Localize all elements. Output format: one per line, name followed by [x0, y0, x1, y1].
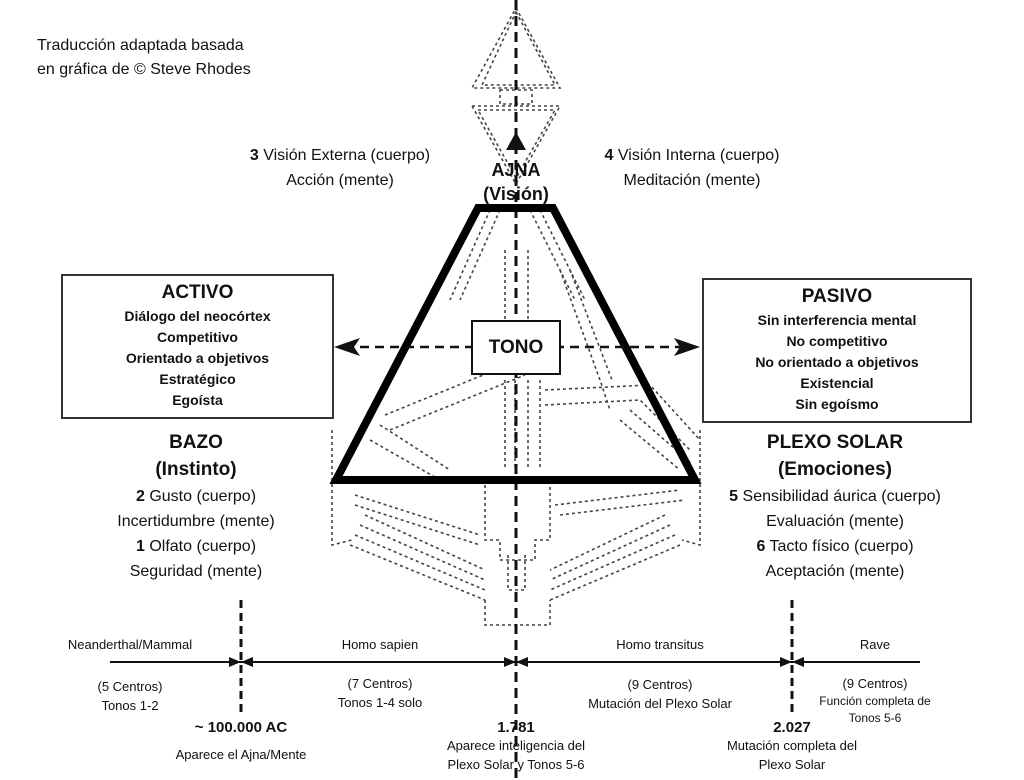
tono-box: TONO — [471, 320, 561, 375]
era-transitus-name: Homo transitus — [616, 637, 704, 652]
era-rave-detail: (9 Centros) Función completa de Tonos 5-… — [819, 676, 931, 725]
ajna-tone-3: 3 Visión Externa (cuerpo) Acción (mente) — [249, 147, 431, 189]
arrow-left-icon — [334, 338, 360, 356]
bazo-section: BAZO (Instinto) 2 Gusto (cuerpo) Incerti… — [117, 432, 275, 580]
era-sapien-name: Homo sapien — [341, 637, 419, 652]
marker-2027: 2.027 Mutación completa del Plexo Solar — [726, 719, 858, 772]
era-transitus-detail: (9 Centros) Mutación del Plexo Solar — [588, 677, 732, 711]
ajna-tone-4: 4 Visión Interna (cuerpo) Meditación (me… — [604, 147, 780, 189]
era-rave-name: Rave — [859, 637, 891, 652]
ajna-triangle-icon — [506, 132, 526, 150]
pasivo-box: PASIVO Sin interferencia mental No compe… — [702, 278, 972, 423]
awareness-triangle — [329, 204, 702, 484]
credit-text: Traducción adaptada basada en gráfica de… — [37, 37, 251, 78]
era-neanderthal-name: Neanderthal/Mammal — [67, 637, 193, 652]
era-neanderthal-detail: (5 Centros) Tonos 1-2 — [97, 679, 163, 713]
ajna-center-outline — [476, 109, 557, 180]
marker-100000: ~ 100.000 AC Aparece el Ajna/Mente — [175, 719, 307, 762]
activo-box: ACTIVO Diálogo del neocórtex Competitivo… — [61, 274, 334, 419]
era-sapien-detail: (7 Centros) Tonos 1-4 solo — [337, 676, 423, 710]
ajna-label: AJNA (Visión) — [483, 160, 549, 204]
marker-1781: 1.781 Aparece inteligencia del Plexo Sol… — [446, 719, 586, 772]
arrow-right-icon — [674, 338, 700, 356]
plexo-section: PLEXO SOLAR (Emociones) 5 Sensibilidad á… — [729, 432, 941, 580]
